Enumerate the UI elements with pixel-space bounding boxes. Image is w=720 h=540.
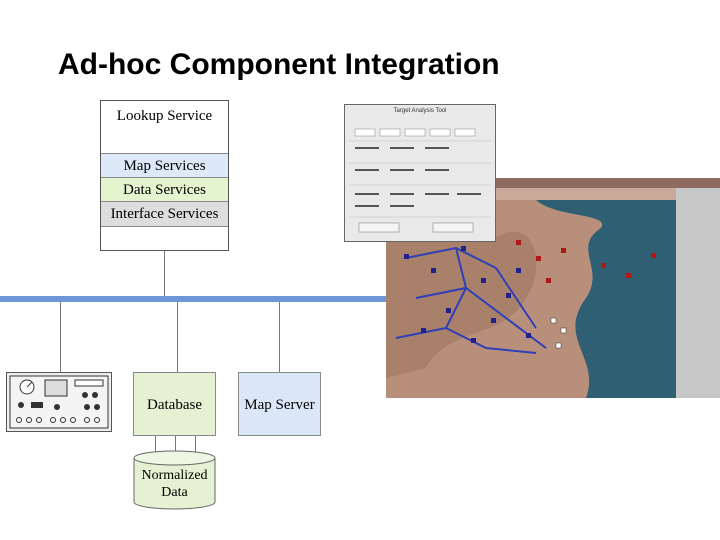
target-analysis-dialog: Target Analysis Tool [344,104,496,242]
data-services-label: Data Services [101,177,228,202]
database-node: Database [133,372,216,436]
lookup-service-label: Lookup Service [116,108,213,124]
slide-title: Ad-hoc Component Integration [58,48,500,81]
db-link-3 [195,436,196,456]
map-services-label: Map Services [101,153,228,178]
dialog-title: Target Analysis Tool [393,108,447,114]
sensor-device-image [6,372,112,432]
normalized-data-label: Normalized Data [133,467,216,501]
map-server-connector [279,302,280,372]
interface-services-label: Interface Services [101,201,228,227]
db-link-2 [175,436,176,456]
lookup-service-box: Lookup Service Map Services Data Service… [100,100,229,251]
db-link-1 [155,436,156,456]
normalized-data-line1: Normalized [141,468,208,483]
lookup-connector [164,251,165,296]
network-bus [0,296,720,302]
map-server-node: Map Server [238,372,321,436]
database-connector [177,302,178,372]
normalized-data-line2: Data [161,485,188,500]
normalized-data-cylinder [133,450,216,510]
device-connector [60,302,61,372]
